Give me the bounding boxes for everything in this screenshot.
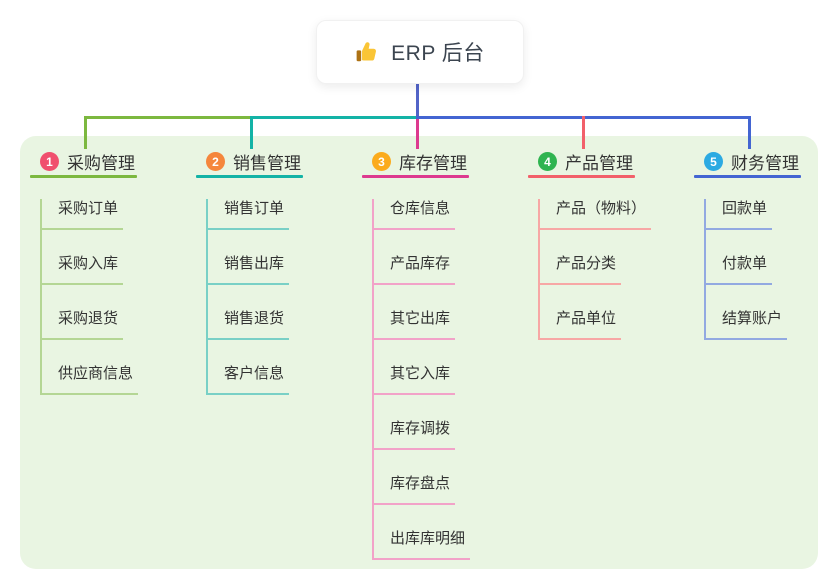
connector-segment (747, 116, 751, 149)
branch-underline (30, 175, 137, 178)
branch-number-badge: 4 (538, 152, 557, 171)
branch-number-badge: 5 (704, 152, 723, 171)
branch-item[interactable]: 销售出库 (208, 254, 290, 285)
branch-underline (528, 175, 635, 178)
branch-item[interactable]: 其它出库 (374, 309, 456, 340)
branch-item[interactable]: 采购退货 (42, 309, 124, 340)
branch-underline (362, 175, 469, 178)
branch-item[interactable]: 产品（物料） (540, 199, 652, 230)
branch-item[interactable]: 库存盘点 (374, 474, 456, 505)
branch-5: 5 财务管理 回款单 付款单 结算账户 (694, 148, 839, 340)
branch-item[interactable]: 供应商信息 (42, 364, 139, 395)
connector-segment (249, 116, 419, 119)
branch-items: 回款单 付款单 结算账户 (704, 199, 839, 340)
branch-item[interactable]: 采购入库 (42, 254, 124, 285)
branch-title[interactable]: 3 库存管理 (362, 148, 524, 175)
branch-item[interactable]: 销售订单 (208, 199, 290, 230)
root-label: ERP 后台 (391, 42, 485, 65)
branch-title[interactable]: 1 采购管理 (30, 148, 192, 175)
branch-items: 产品（物料） 产品分类 产品单位 (538, 199, 690, 340)
branch-item[interactable]: 其它入库 (374, 364, 456, 395)
branch-item[interactable]: 库存调拨 (374, 419, 456, 450)
connector-segment (581, 116, 585, 149)
branch-title-label: 采购管理 (67, 154, 135, 173)
branch-item[interactable]: 仓库信息 (374, 199, 456, 230)
branch-item[interactable]: 产品分类 (540, 254, 622, 285)
branch-item[interactable]: 采购订单 (42, 199, 124, 230)
branch-number-badge: 1 (40, 152, 59, 171)
branch-title-label: 产品管理 (565, 154, 633, 173)
branch-title[interactable]: 2 销售管理 (196, 148, 358, 175)
branch-3: 3 库存管理 仓库信息 产品库存 其它出库 其它入库 库存调拨 库存盘点 出库库… (362, 148, 524, 560)
branch-1: 1 采购管理 采购订单 采购入库 采购退货 供应商信息 (30, 148, 192, 395)
branch-item[interactable]: 回款单 (706, 199, 773, 230)
branch-underline (694, 175, 801, 178)
root-node[interactable]: ERP 后台 (316, 20, 524, 84)
branch-item[interactable]: 结算账户 (706, 309, 788, 340)
branch-item[interactable]: 付款单 (706, 254, 773, 285)
connector-segment (249, 116, 253, 149)
thumbs-up-icon (355, 39, 381, 65)
branch-title-label: 财务管理 (731, 154, 799, 173)
branch-title-label: 销售管理 (233, 154, 301, 173)
branch-item[interactable]: 客户信息 (208, 364, 290, 395)
branch-4: 4 产品管理 产品（物料） 产品分类 产品单位 (528, 148, 690, 340)
branch-title-label: 库存管理 (399, 154, 467, 173)
connector-segment (415, 119, 419, 149)
branch-item[interactable]: 产品单位 (540, 309, 622, 340)
branch-items: 销售订单 销售出库 销售退货 客户信息 (206, 199, 358, 395)
branch-items: 仓库信息 产品库存 其它出库 其它入库 库存调拨 库存盘点 出库库明细 (372, 199, 524, 560)
branch-items: 采购订单 采购入库 采购退货 供应商信息 (40, 199, 192, 395)
branch-title[interactable]: 4 产品管理 (528, 148, 690, 175)
branch-number-badge: 3 (372, 152, 391, 171)
branch-item[interactable]: 销售退货 (208, 309, 290, 340)
branch-number-badge: 2 (206, 152, 225, 171)
branches-panel (20, 136, 818, 569)
branch-item[interactable]: 产品库存 (374, 254, 456, 285)
branch-title[interactable]: 5 财务管理 (694, 148, 839, 175)
connector-segment (83, 116, 87, 149)
branch-2: 2 销售管理 销售订单 销售出库 销售退货 客户信息 (196, 148, 358, 395)
connector-segment (415, 82, 419, 116)
branch-item[interactable]: 出库库明细 (374, 529, 471, 560)
branch-underline (196, 175, 303, 178)
